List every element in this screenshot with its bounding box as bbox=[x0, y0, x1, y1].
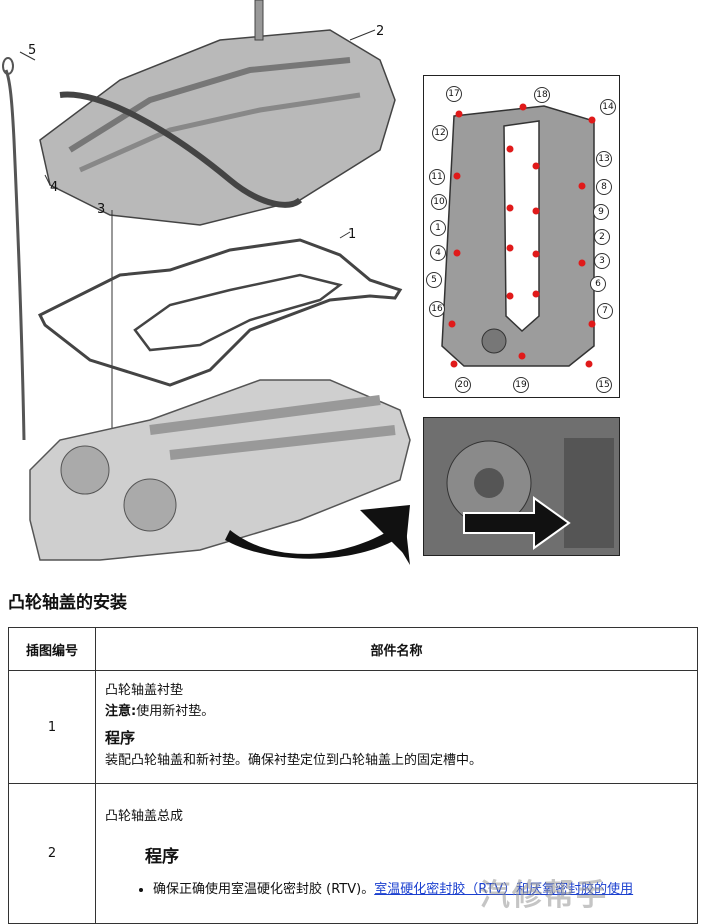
engine-detail-view bbox=[424, 418, 619, 555]
procedure-text: 装配凸轮轴盖和新衬垫。确保衬垫定位到凸轮轴盖上的固定槽中。 bbox=[105, 752, 483, 768]
sequence-number-label: 6 bbox=[590, 276, 606, 292]
callout-label: 3 bbox=[97, 202, 106, 217]
list-item: 确保正确使用室温硬化密封胶 (RTV)。室温硬化密封胶（RTV）和厌氧密封胶的使… bbox=[153, 881, 688, 899]
callout-label: 4 bbox=[50, 180, 59, 195]
table-header-row: 插图编号 部件名称 bbox=[8, 627, 698, 671]
procedure-heading: 程序 bbox=[105, 728, 136, 747]
sequence-number-label: 7 bbox=[597, 303, 613, 319]
sequence-number-label: 3 bbox=[594, 253, 610, 269]
row-number: 1 bbox=[8, 670, 96, 784]
sequence-number-label: 11 bbox=[429, 169, 445, 185]
table-row: 1 凸轮轴盖衬垫 注意:使用新衬垫。 程序 装配凸轮轴盖和新衬垫。确保衬垫定位到… bbox=[8, 670, 698, 784]
callout-label: 2 bbox=[376, 24, 385, 39]
column-header-number: 插图编号 bbox=[8, 627, 96, 671]
part-name: 凸轮轴盖衬垫 bbox=[105, 682, 184, 698]
note-label: 注意: bbox=[105, 703, 137, 719]
callout-label: 1 bbox=[348, 227, 357, 242]
column-header-name: 部件名称 bbox=[95, 627, 698, 671]
sequence-number-label: 17 bbox=[446, 86, 462, 102]
row-content: 凸轮轴盖总成 程序 确保正确使用室温硬化密封胶 (RTV)。室温硬化密封胶（RT… bbox=[95, 783, 698, 924]
bullet-text: 确保正确使用室温硬化密封胶 (RTV)。 bbox=[153, 882, 375, 897]
row-content: 凸轮轴盖衬垫 注意:使用新衬垫。 程序 装配凸轮轴盖和新衬垫。确保衬垫定位到凸轮… bbox=[95, 670, 698, 784]
sequence-number-label: 20 bbox=[455, 377, 471, 393]
note: 注意:使用新衬垫。 bbox=[105, 703, 688, 721]
rtv-usage-link[interactable]: 室温硬化密封胶（RTV）和厌氧密封胶的使用 bbox=[374, 882, 634, 897]
sequence-number-label: 14 bbox=[600, 99, 616, 115]
cover-top-view bbox=[441, 103, 596, 368]
procedure-list: 确保正确使用室温硬化密封胶 (RTV)。室温硬化密封胶（RTV）和厌氧密封胶的使… bbox=[105, 881, 688, 899]
parts-table: 插图编号 部件名称 1 凸轮轴盖衬垫 注意:使用新衬垫。 程序 装配凸轮轴盖和新… bbox=[8, 627, 698, 924]
note-text: 使用新衬垫。 bbox=[136, 703, 215, 719]
sequence-number-label: 1 bbox=[430, 220, 446, 236]
table-row: 2 凸轮轴盖总成 程序 确保正确使用室温硬化密封胶 (RTV)。室温硬化密封胶（… bbox=[8, 783, 698, 924]
procedure-heading: 程序 bbox=[145, 847, 179, 867]
sequence-number-label: 12 bbox=[432, 125, 448, 141]
watermark-logo: 汽修帮手 bbox=[480, 878, 608, 913]
sequence-number-label: 15 bbox=[596, 377, 612, 393]
sequence-number-label: 18 bbox=[534, 87, 550, 103]
detail-arrow-inset bbox=[423, 417, 620, 556]
engine-illustration bbox=[2, 0, 411, 565]
sequence-number-label: 9 bbox=[593, 204, 609, 220]
sequence-number-label: 16 bbox=[429, 301, 445, 317]
sequence-number-label: 13 bbox=[596, 151, 612, 167]
sequence-number-label: 4 bbox=[430, 245, 446, 261]
part-name: 凸轮轴盖总成 bbox=[105, 809, 184, 824]
row-number: 2 bbox=[8, 783, 96, 924]
sequence-number-label: 10 bbox=[431, 194, 447, 210]
section-title: 凸轮轴盖的安装 bbox=[8, 593, 127, 613]
sequence-number-label: 2 bbox=[594, 229, 610, 245]
sequence-number-label: 5 bbox=[426, 272, 442, 288]
callout-label: 5 bbox=[28, 43, 37, 58]
sequence-number-label: 8 bbox=[596, 179, 612, 195]
sequence-number-label: 19 bbox=[513, 377, 529, 393]
